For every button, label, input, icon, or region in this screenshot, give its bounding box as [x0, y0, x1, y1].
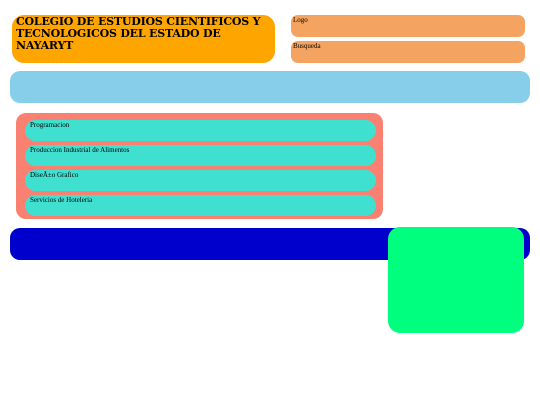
menu-item-servicios-hoteleria[interactable]: Servicios de Hoteleria	[25, 195, 376, 216]
search-label: Busqueda	[293, 42, 321, 50]
nav-bar	[10, 71, 530, 103]
search-box[interactable]: Busqueda	[291, 41, 525, 63]
menu-item-label: Servicios de Hoteleria	[30, 196, 93, 204]
menu-item-diseno-grafico[interactable]: DiseÃ±o Grafico	[25, 170, 376, 191]
menu-panel: Programacion Produccion Industrial de Al…	[16, 113, 383, 219]
menu-item-produccion-industrial[interactable]: Produccion Industrial de Alimentos	[25, 145, 376, 166]
logo-box[interactable]: Logo	[291, 15, 525, 37]
menu-item-label: Programacion	[30, 121, 70, 129]
menu-item-label: DiseÃ±o Grafico	[30, 171, 79, 179]
menu-item-label: Produccion Industrial de Alimentos	[30, 146, 130, 154]
side-content-box	[388, 227, 524, 333]
logo-label: Logo	[293, 16, 308, 24]
header-title-box: COLEGIO DE ESTUDIOS CIENTIFICOS Y TECNOL…	[12, 15, 275, 63]
menu-item-programacion[interactable]: Programacion	[25, 120, 376, 141]
page-title: COLEGIO DE ESTUDIOS CIENTIFICOS Y TECNOL…	[16, 15, 261, 52]
